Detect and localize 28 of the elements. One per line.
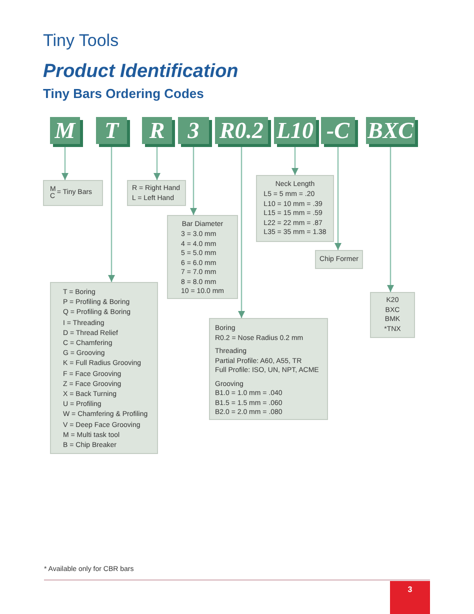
description-box: [127, 180, 186, 206]
description-box: [370, 292, 415, 338]
code-box: BXC: [366, 117, 415, 144]
connector-arrow: [61, 147, 69, 180]
code-box: -C: [321, 117, 355, 144]
description-box: [315, 250, 363, 269]
description-box: [256, 175, 334, 242]
connector-arrow: [291, 147, 299, 175]
code-box: M: [50, 117, 80, 144]
connector-arrow: [190, 147, 198, 215]
connector-arrow: [153, 147, 161, 180]
description-box: [43, 180, 103, 206]
code-box: R0.2: [215, 117, 268, 144]
page-number-tab: 3: [390, 581, 430, 614]
description-box: [50, 282, 158, 454]
code-box: R: [142, 117, 172, 144]
code-box: 3: [178, 117, 209, 144]
connector-arrow: [334, 147, 342, 250]
connector-arrow: [386, 147, 394, 292]
connector-arrow: [108, 147, 116, 282]
page-title: Product Identification: [43, 62, 238, 81]
description-box: [209, 318, 328, 420]
description-box: [167, 215, 238, 299]
subtitle: Tiny Bars Ordering Codes: [43, 87, 204, 100]
code-box: L10: [274, 117, 316, 144]
code-box: T: [96, 117, 127, 144]
page-header: Tiny Tools: [43, 32, 119, 49]
connector-arrow: [238, 147, 246, 318]
